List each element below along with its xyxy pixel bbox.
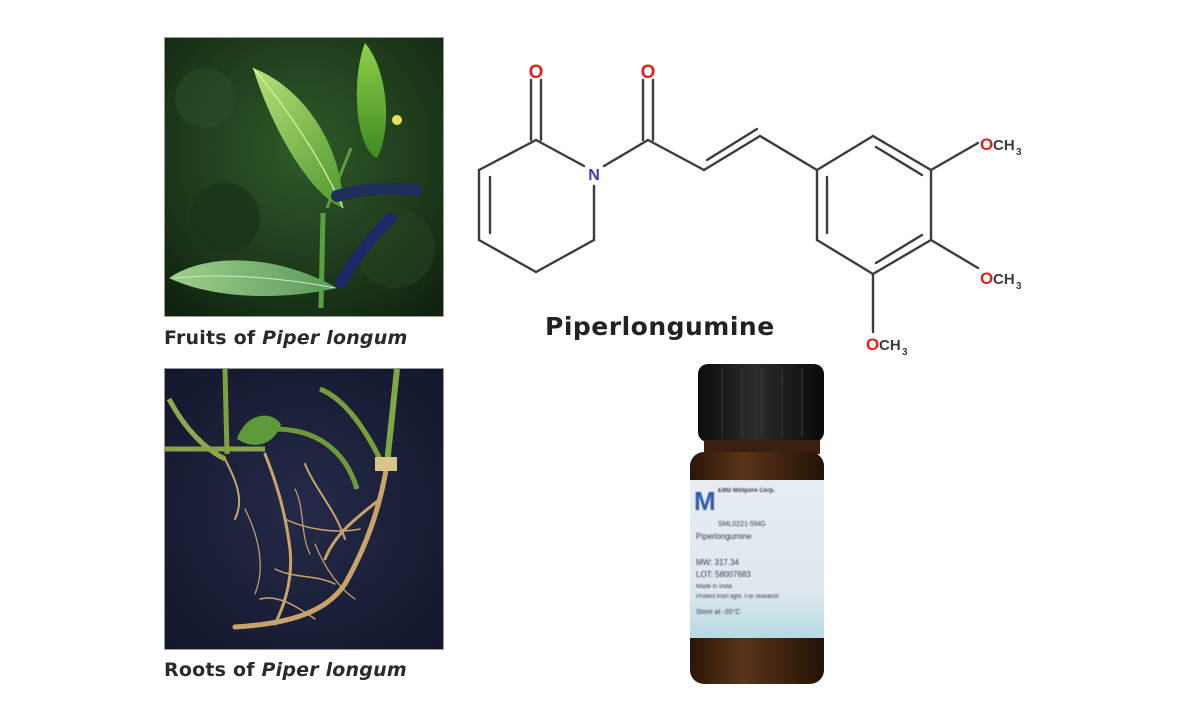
vial-label-line-5: LOT: 58007683: [696, 570, 751, 579]
compound-name: Piperlongumine: [545, 312, 775, 341]
piper-longum-roots-image: [165, 369, 443, 649]
svg-text:3: 3: [1016, 147, 1022, 158]
vial-brand-mark: M: [694, 486, 716, 516]
svg-text:CH: CH: [993, 271, 1015, 288]
vial-label-line-6: Made in India: [696, 584, 733, 590]
methoxy-group-1: O CH 3: [980, 135, 1022, 158]
roots-caption-species: Piper longum: [261, 659, 407, 681]
fruits-caption: Fruits of Piper longum: [164, 327, 407, 349]
vial-label-line-1: EMD Millipore Corp.: [718, 488, 775, 494]
nitrogen-atom: N: [588, 167, 600, 184]
fruits-photo: [164, 37, 444, 317]
vial-label-line-8: Store at -20°C: [696, 609, 741, 616]
methoxy-group-2: O CH 3: [980, 269, 1022, 292]
svg-text:CH: CH: [879, 337, 901, 354]
fruits-caption-species: Piper longum: [262, 327, 408, 349]
svg-text:O: O: [980, 135, 993, 154]
vial-label-line-4: MW: 317.34: [696, 558, 739, 567]
svg-text:3: 3: [902, 347, 908, 358]
structure-bonds: [477, 78, 980, 334]
svg-text:O: O: [980, 269, 993, 288]
methoxy-group-3: O CH 3: [866, 335, 908, 358]
svg-text:3: 3: [1016, 281, 1022, 292]
roots-photo: [164, 368, 444, 650]
piperlongumine-vial: M EMD Millipore Corp. SML0221-5MG Piperl…: [682, 362, 832, 692]
vial-label-line-2: SML0221-5MG: [718, 521, 766, 528]
vial-label-line-3: Piperlongumine: [696, 532, 752, 541]
fruits-caption-prefix: Fruits of: [164, 327, 263, 349]
vial-image: [690, 364, 824, 684]
svg-text:O: O: [866, 335, 879, 354]
svg-text:CH: CH: [993, 137, 1015, 154]
roots-caption: Roots of Piper longum: [164, 659, 407, 681]
roots-caption-prefix: Roots of: [164, 659, 262, 681]
carbonyl-oxygen-2: O: [641, 62, 656, 83]
vial-label-line-7: Protect from light. For research: [696, 594, 779, 600]
piper-longum-fruits-image: [165, 38, 443, 316]
carbonyl-oxygen-1: O: [529, 62, 544, 83]
